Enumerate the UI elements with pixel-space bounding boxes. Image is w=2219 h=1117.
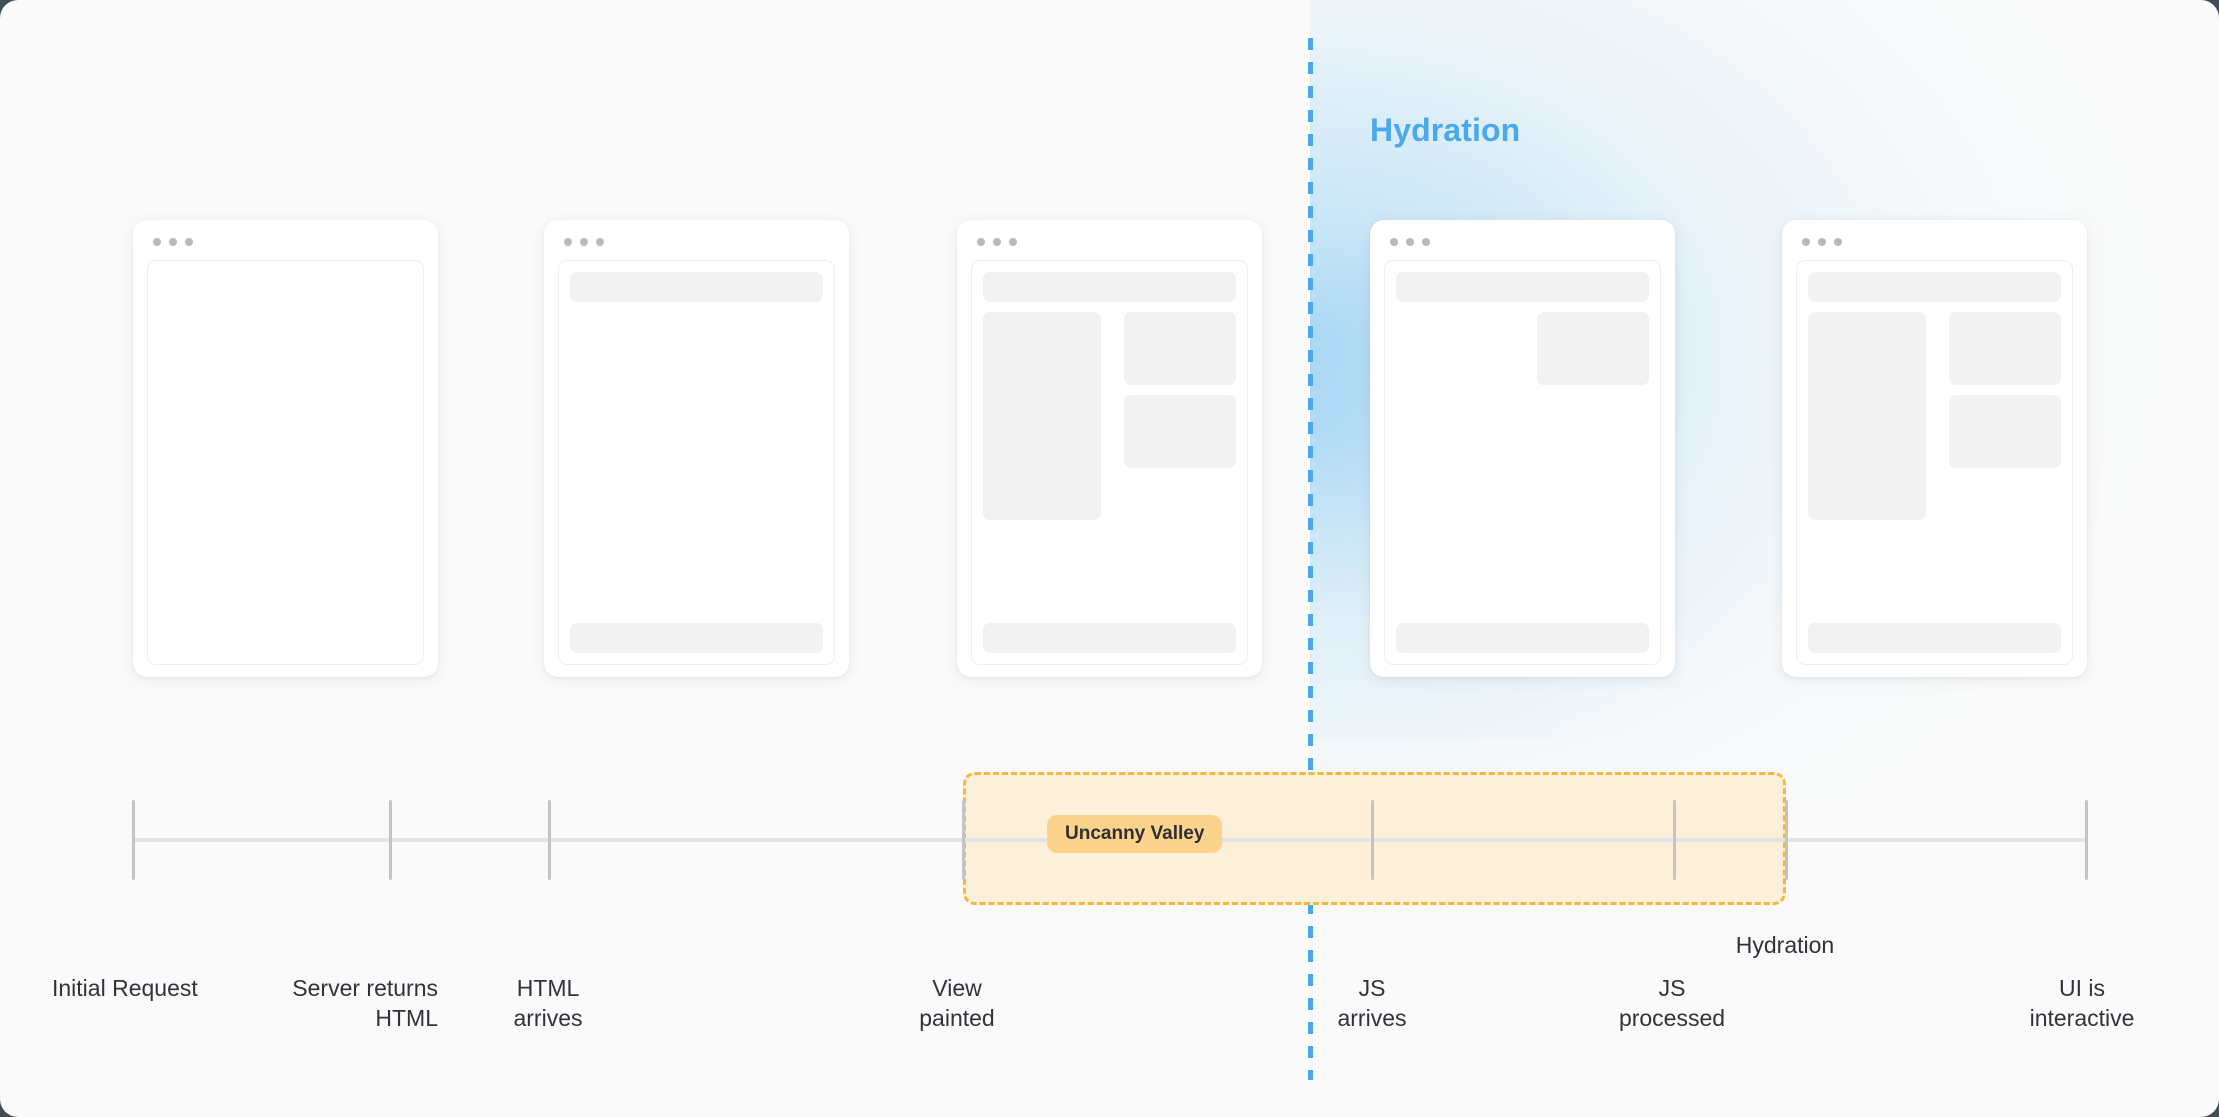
axis-label-initial-request: Initial Request	[52, 975, 198, 1001]
axis-label-server-returns-html: Server returns HTML	[292, 975, 438, 1032]
skeleton-side-block-top	[1537, 312, 1649, 385]
browser-card-ui-interactive	[1782, 220, 2087, 677]
timeline-tick-0	[132, 800, 135, 880]
window-dots-icon	[1390, 238, 1430, 246]
browser-card-html-arrives	[544, 220, 849, 677]
window-dots-icon	[564, 238, 604, 246]
browser-card-js-arrives	[1370, 220, 1675, 677]
browser-card-initial-request	[133, 220, 438, 677]
timeline-tick-3	[962, 800, 965, 880]
skeleton-footer-bar	[983, 623, 1236, 653]
skeleton-footer-bar	[570, 623, 823, 653]
card-viewport	[1384, 260, 1661, 665]
timeline-tick-7	[2085, 800, 2088, 880]
axis-label-view-painted: View painted	[919, 975, 995, 1032]
card-viewport	[558, 260, 835, 665]
axis-label-js-arrives: JS arrives	[1337, 975, 1407, 1032]
axis-label-hydration-span: Hydration	[1735, 932, 1835, 958]
skeleton-footer-bar	[1396, 623, 1649, 653]
timeline-tick-1	[389, 800, 392, 880]
skeleton-side-block-bottom	[1949, 395, 2061, 468]
timeline-tick-2	[548, 800, 551, 880]
skeleton-side-block-bottom	[1124, 395, 1236, 468]
card-viewport	[971, 260, 1248, 665]
skeleton-header-bar	[570, 272, 823, 302]
skeleton-header-bar	[983, 272, 1236, 302]
skeleton-header-bar	[1808, 272, 2061, 302]
hydration-divider-line	[1308, 38, 1313, 1080]
skeleton-main-column	[1808, 312, 1926, 520]
browser-card-view-painted	[957, 220, 1262, 677]
timeline-tick-6	[1785, 800, 1788, 880]
window-dots-icon	[153, 238, 193, 246]
timeline-tick-4	[1371, 800, 1374, 880]
skeleton-footer-bar	[1808, 623, 2061, 653]
uncanny-valley-badge: Uncanny Valley	[1047, 815, 1223, 853]
card-viewport	[147, 260, 424, 665]
axis-label-html-arrives: HTML arrives	[513, 975, 583, 1032]
card-viewport	[1796, 260, 2073, 665]
window-dots-icon	[1802, 238, 1842, 246]
axis-label-js-processed: JS processed	[1618, 975, 1726, 1032]
skeleton-main-column	[983, 312, 1101, 520]
skeleton-side-block-top	[1124, 312, 1236, 385]
window-dots-icon	[977, 238, 1017, 246]
skeleton-header-bar	[1396, 272, 1649, 302]
hydration-title: Hydration	[1370, 112, 1521, 148]
skeleton-side-block-top	[1949, 312, 2061, 385]
axis-label-ui-interactive: UI is interactive	[2029, 975, 2135, 1032]
timeline-tick-5	[1673, 800, 1676, 880]
